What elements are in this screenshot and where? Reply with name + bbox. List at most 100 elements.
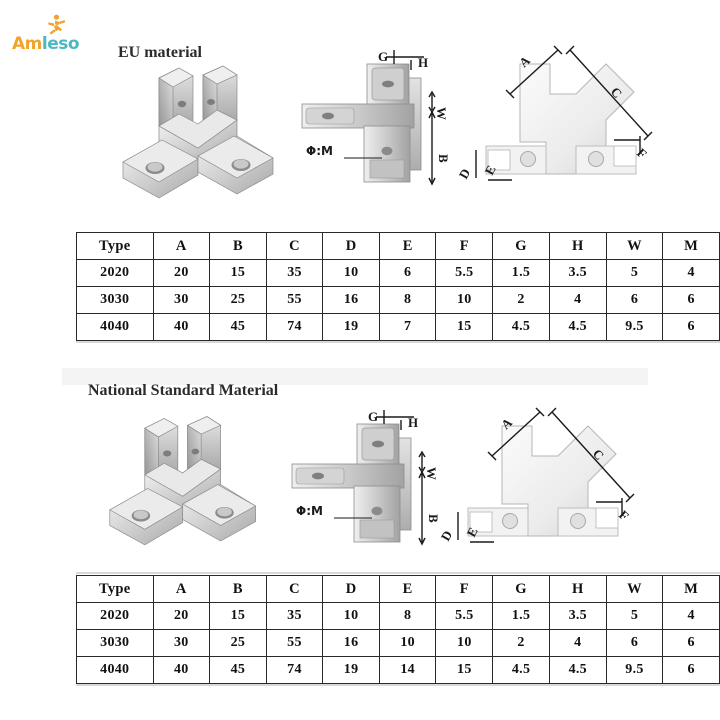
table-cell: 5.5: [435, 259, 494, 287]
table-cell: 2: [492, 629, 550, 657]
table-cell: 35: [265, 602, 324, 630]
table-cell: 2020: [76, 259, 154, 287]
table-header-cell: H: [548, 232, 607, 260]
table-cell: 3030: [76, 629, 154, 657]
figure-eu-front-view: A C F D E: [458, 42, 668, 217]
table-cell: 4: [548, 286, 607, 314]
figure-national-front-view: A C F D E: [440, 404, 650, 579]
brand-name-part1: Am: [12, 34, 42, 54]
brand-wordmark: Amleso: [12, 34, 80, 54]
table-cell: 40: [152, 313, 211, 341]
table-header-cell: A: [152, 232, 211, 260]
table-header-cell: C: [265, 232, 324, 260]
table-header-cell: E: [378, 232, 437, 260]
table-header-cell: M: [662, 575, 720, 603]
table-cell: 4.5: [492, 656, 550, 684]
table-row: 2020 20 15 35 10 6 5.5 1.5 3.5 5 4: [76, 259, 720, 287]
table-header-cell: B: [209, 575, 267, 603]
table-cell: 1.5: [492, 259, 550, 287]
table-cell: 6: [662, 629, 720, 657]
spec-table-eu: Type A B C D E F G H W M 2020 20 15 35 1…: [76, 232, 720, 341]
table-cell: 55: [265, 629, 324, 657]
table-header-cell: W: [605, 575, 664, 603]
table-header-cell: D: [322, 575, 380, 603]
table-header-row: Type A B C D E F G H W M: [76, 575, 720, 603]
table-cell: 7: [378, 313, 437, 341]
table-cell: 4040: [76, 656, 154, 684]
figure-eu-side-view: G H W B Φ:M: [282, 42, 467, 217]
table-cell: 4: [662, 602, 720, 630]
table-cell: 2020: [76, 602, 154, 630]
spec-table-national: Type A B C D E F G H W M 2020 20 15 35 1…: [76, 575, 720, 684]
table-row: 4040 40 45 74 19 14 15 4.5 4.5 9.5 6: [76, 656, 720, 684]
table-cell: 25: [209, 286, 267, 314]
dim-label-d: D: [440, 528, 455, 544]
table-cell: 15: [435, 656, 494, 684]
table-cell: 16: [322, 286, 380, 314]
dim-label-h: H: [418, 55, 428, 70]
table-edge-line-eu: [76, 341, 720, 343]
table-header-cell: G: [492, 575, 550, 603]
table-header-cell: A: [152, 575, 211, 603]
table-cell: 4: [662, 259, 720, 287]
table-cell: 6: [605, 629, 664, 657]
figure-national-side-view: G H W B Φ:M: [272, 402, 457, 577]
table-cell: 74: [265, 656, 324, 684]
table-row: 4040 40 45 74 19 7 15 4.5 4.5 9.5 6: [76, 313, 720, 341]
dim-label-g: G: [378, 49, 388, 64]
dim-label-g: G: [368, 409, 378, 424]
dim-label-b: B: [436, 154, 451, 163]
table-cell: 10: [435, 286, 494, 314]
table-cell: 3030: [76, 286, 154, 314]
table-cell: 15: [209, 602, 267, 630]
dim-label-d: D: [458, 166, 473, 182]
table-cell: 8: [378, 286, 437, 314]
table-cell: 55: [265, 286, 324, 314]
table-cell: 30: [152, 286, 211, 314]
table-header-cell: E: [378, 575, 437, 603]
dim-label-b: B: [426, 514, 441, 523]
table-cell: 9.5: [605, 656, 664, 684]
table-cell: 4.5: [548, 313, 607, 341]
table-header-cell: D: [322, 232, 380, 260]
brand-name-part2: leso: [41, 34, 80, 54]
table-cell: 15: [209, 259, 267, 287]
table-cell: 3.5: [548, 602, 607, 630]
table-cell: 19: [322, 656, 380, 684]
table-header-cell: M: [662, 232, 720, 260]
section-title-eu: EU material: [118, 44, 202, 61]
table-header-cell: F: [435, 575, 494, 603]
running-figure-icon: [48, 14, 66, 35]
table-edge-line-national-bottom: [76, 684, 720, 686]
table-cell: 45: [209, 313, 267, 341]
dim-label-phi-m: Φ:M: [296, 504, 323, 518]
table-row: 3030 30 25 55 16 10 10 2 4 6 6: [76, 629, 720, 657]
table-cell: 35: [265, 259, 324, 287]
figure-eu-isometric: [115, 62, 295, 217]
table-edge-line-national-top: [76, 572, 720, 574]
table-cell: 6: [662, 313, 720, 341]
section-divider-band: [62, 368, 648, 385]
table-cell: 14: [378, 656, 437, 684]
table-cell: 6: [662, 286, 720, 314]
table-cell: 10: [435, 629, 494, 657]
brand-logo: Amleso: [12, 14, 90, 56]
table-row: 2020 20 15 35 10 8 5.5 1.5 3.5 5 4: [76, 602, 720, 630]
table-cell: 6: [378, 259, 437, 287]
dim-label-phi-m: Φ:M: [306, 144, 333, 158]
table-header-cell: Type: [76, 575, 154, 603]
dim-label-w: W: [434, 107, 449, 120]
table-cell: 4.5: [548, 656, 607, 684]
section-title-national: National Standard Material: [88, 382, 279, 399]
table-cell: 74: [265, 313, 324, 341]
table-cell: 1.5: [492, 602, 550, 630]
table-cell: 20: [152, 259, 211, 287]
table-cell: 45: [209, 656, 267, 684]
table-cell: 16: [322, 629, 380, 657]
table-cell: 5.5: [435, 602, 494, 630]
table-cell: 5: [605, 259, 664, 287]
table-cell: 25: [209, 629, 267, 657]
table-header-cell: G: [492, 232, 550, 260]
table-cell: 8: [378, 602, 437, 630]
